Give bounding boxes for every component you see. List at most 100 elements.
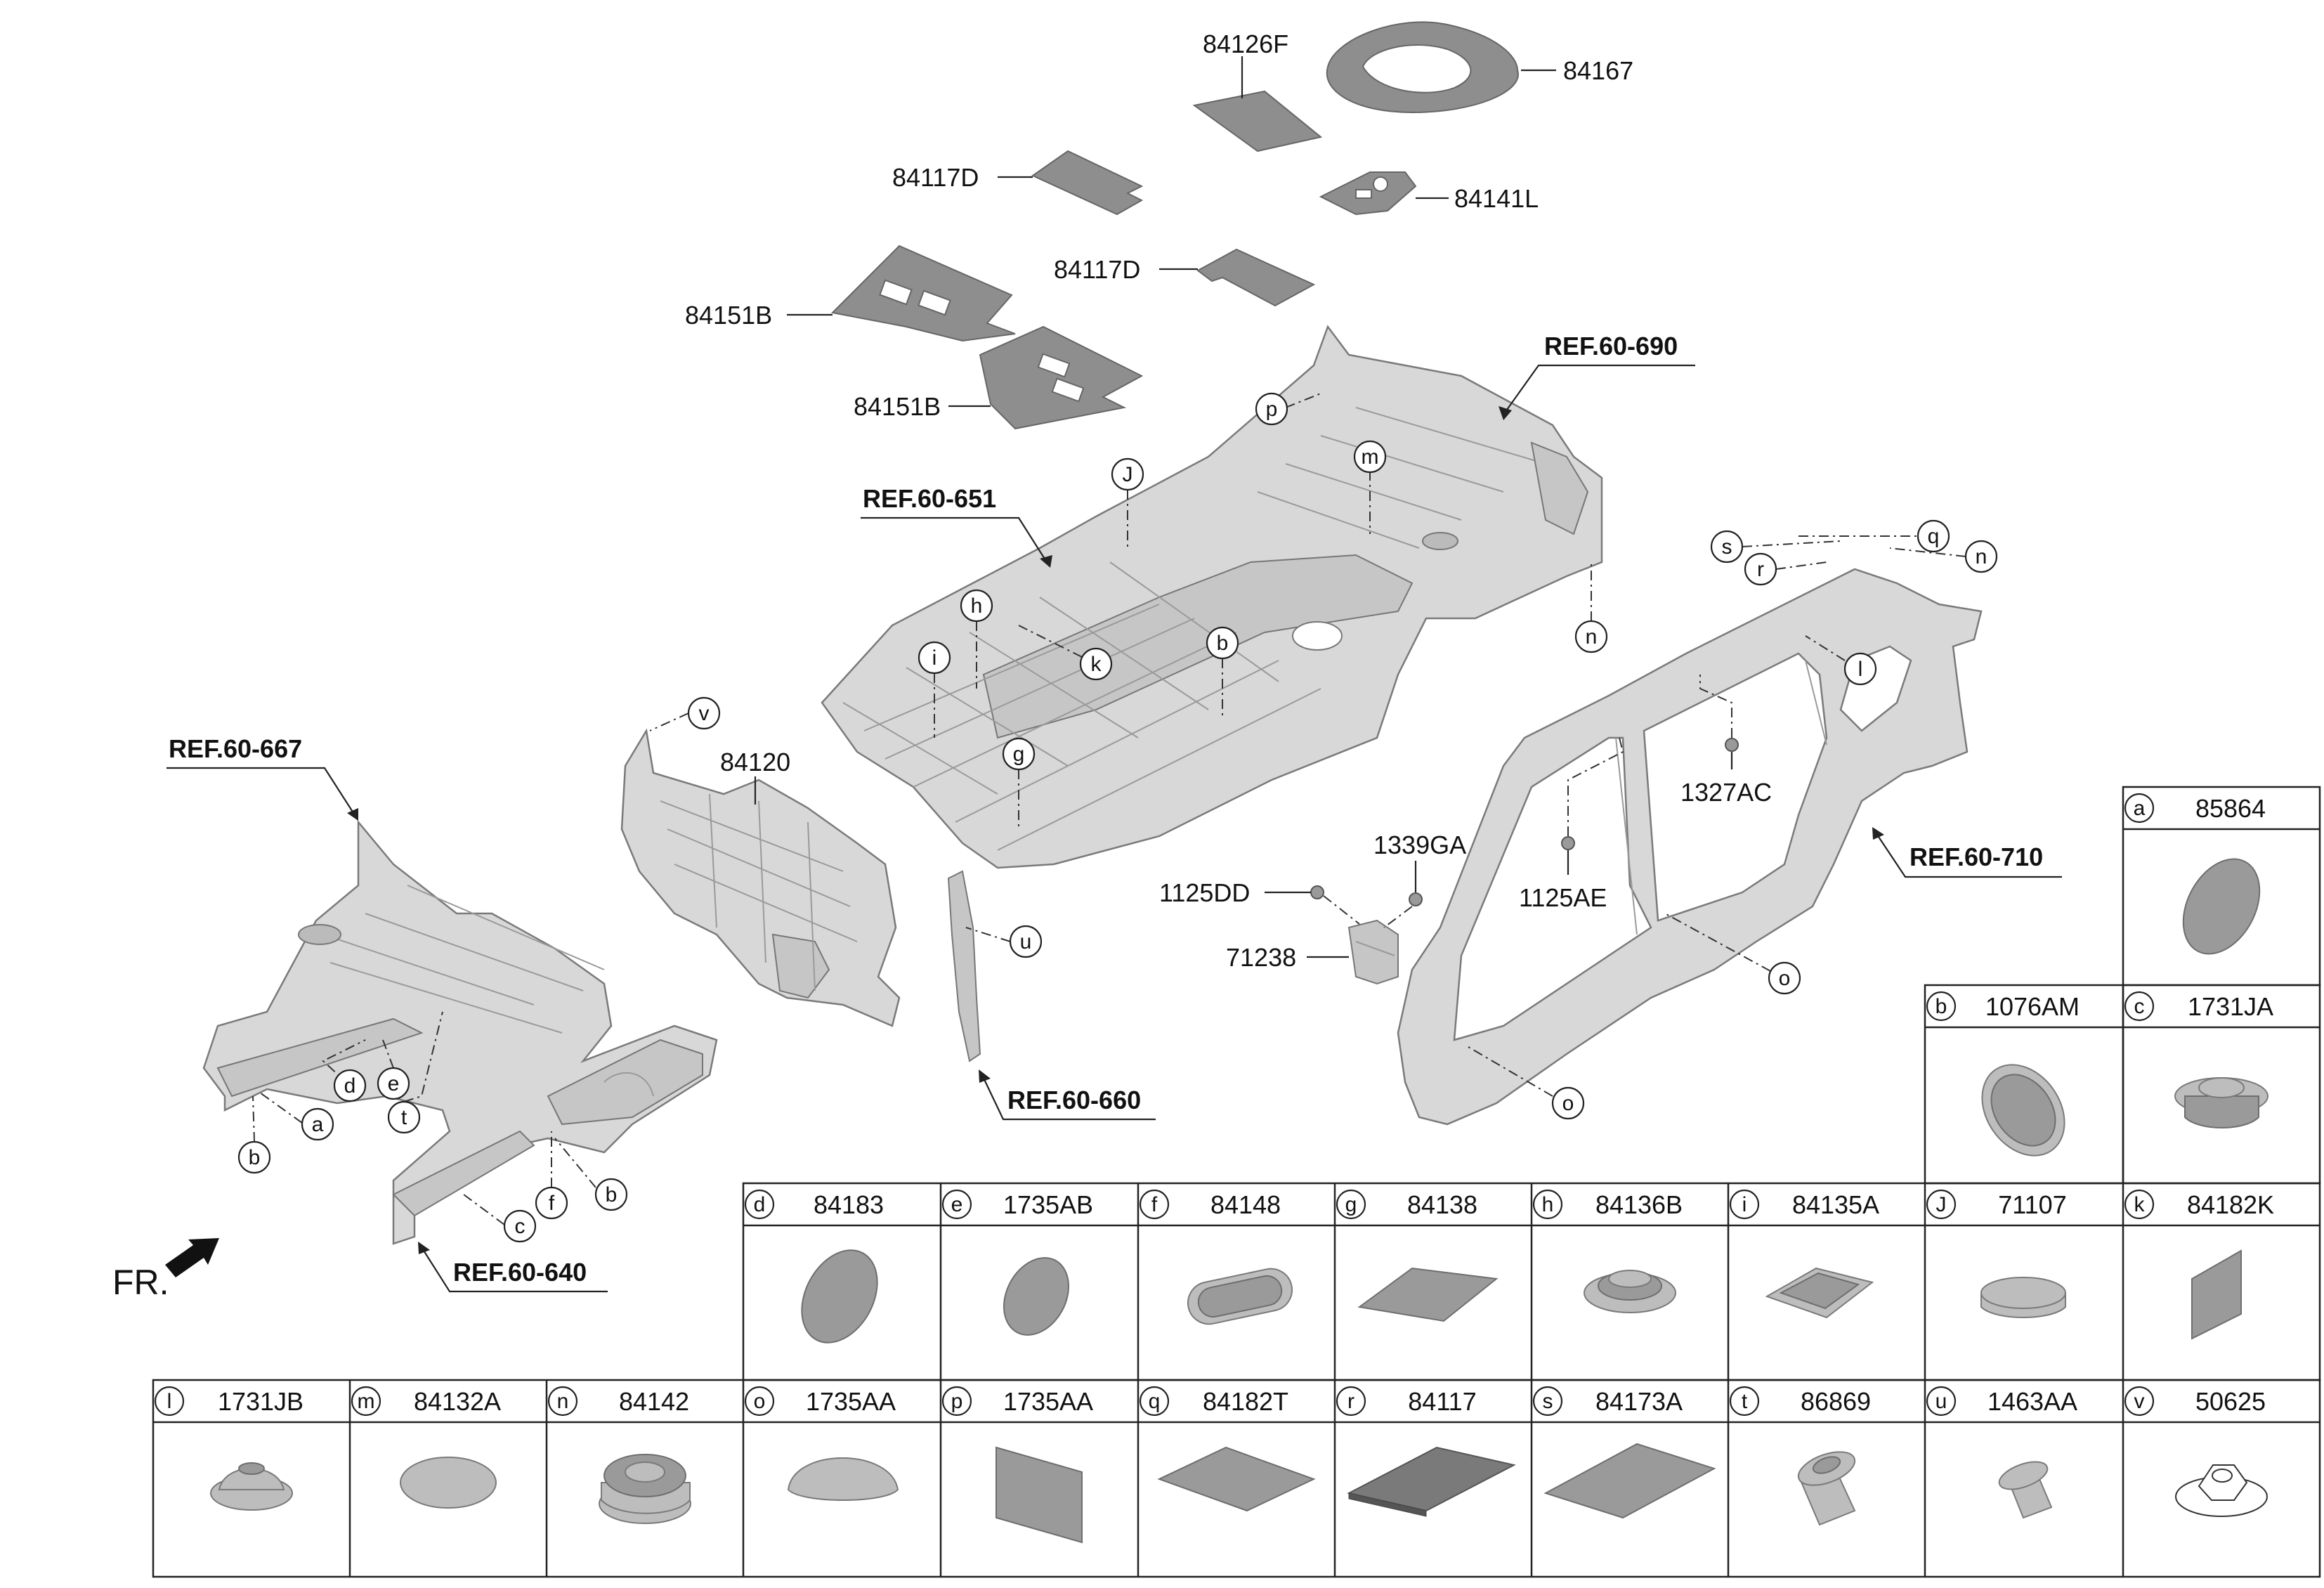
svg-text:85864: 85864 (2195, 794, 2266, 823)
svg-text:g: g (1013, 743, 1025, 766)
svg-text:1735AA: 1735AA (1003, 1387, 1093, 1416)
svg-text:b: b (1217, 632, 1229, 655)
svg-text:86869: 86869 (1801, 1387, 1871, 1416)
pad-84126F: 84126F (1192, 30, 1323, 152)
cell-p: p 1735AA (941, 1386, 1093, 1544)
pad-84151B-upper: 84151B (685, 245, 1016, 342)
svg-text:84182K: 84182K (2187, 1190, 2274, 1219)
svg-text:c: c (2134, 995, 2145, 1018)
label-84126F: 84126F (1203, 30, 1288, 58)
cell-v: v 50625 (2124, 1386, 2268, 1517)
side-bracket-u (947, 870, 981, 1062)
svg-text:REF.60-640: REF.60-640 (453, 1258, 587, 1287)
dash-panel-84120: 84120 (620, 728, 901, 1027)
cell-n: n 84142 (547, 1386, 691, 1524)
cell-t: t 86869 (1729, 1386, 1871, 1526)
svg-text:84173A: 84173A (1595, 1387, 1683, 1416)
bolt-1125AE: 1125AE (1519, 737, 1624, 912)
svg-text:s: s (1722, 535, 1732, 559)
pad-84117D-lower: 84117D (1054, 248, 1316, 307)
label-84141L: 84141L (1454, 184, 1539, 213)
svg-text:84183: 84183 (814, 1190, 884, 1219)
svg-text:84148: 84148 (1210, 1190, 1281, 1219)
svg-text:t: t (401, 1106, 407, 1129)
label-1327AC: 1327AC (1680, 778, 1772, 807)
svg-text:1731JA: 1731JA (2188, 992, 2273, 1021)
svg-text:n: n (1976, 545, 1987, 568)
svg-text:b: b (249, 1146, 261, 1169)
svg-text:FR.: FR. (112, 1263, 169, 1302)
svg-text:J: J (1123, 463, 1133, 486)
svg-text:b: b (606, 1183, 618, 1206)
svg-text:REF.60-690: REF.60-690 (1544, 332, 1678, 360)
cell-o: o 1735AA (744, 1386, 899, 1501)
svg-text:s: s (1543, 1390, 1553, 1413)
svg-text:q: q (1149, 1390, 1161, 1413)
svg-text:84132A: 84132A (414, 1387, 501, 1416)
ref-60-660: REF.60-660 (979, 1069, 1156, 1121)
svg-text:m: m (358, 1390, 375, 1413)
svg-text:e: e (951, 1193, 963, 1216)
svg-text:m: m (1362, 445, 1379, 469)
cell-J: J 71107 (1926, 1189, 2067, 1318)
side-body-panel (1397, 568, 1983, 1126)
svg-text:84135A: 84135A (1792, 1190, 1879, 1219)
cell-s: s 84173A (1532, 1386, 1716, 1519)
svg-text:k: k (2134, 1193, 2146, 1216)
svg-text:r: r (1757, 558, 1764, 581)
svg-text:l: l (1858, 658, 1863, 681)
cell-h: h 84136B (1532, 1189, 1683, 1313)
cell-k: k 84182K (2124, 1189, 2274, 1340)
svg-text:71107: 71107 (1998, 1190, 2066, 1219)
label-1339GA: 1339GA (1373, 831, 1466, 859)
cell-l: l 1731JB (154, 1386, 303, 1511)
svg-text:q: q (1928, 525, 1940, 548)
ref-60-640: REF.60-640 (418, 1242, 608, 1293)
cell-c: c 1731JA (2124, 991, 2273, 1128)
label-84151B-a: 84151B (685, 301, 772, 330)
svg-text:o: o (1562, 1092, 1574, 1115)
svg-text:REF.60-660: REF.60-660 (1007, 1086, 1141, 1114)
svg-text:p: p (1266, 398, 1278, 421)
svg-text:1735AA: 1735AA (806, 1387, 896, 1416)
bolt-1125DD: 1125DD (1159, 878, 1360, 925)
svg-text:a: a (312, 1113, 324, 1136)
svg-text:o: o (1779, 967, 1791, 990)
svg-text:d: d (344, 1074, 356, 1098)
pad-84141L: 84141L (1319, 171, 1539, 216)
cell-q: q 84182T (1139, 1386, 1316, 1512)
front-structure (202, 819, 718, 1245)
ref-60-667: REF.60-667 (167, 734, 358, 821)
ref-60-690: REF.60-690 (1499, 332, 1695, 420)
ref-60-651: REF.60-651 (861, 484, 1052, 568)
svg-text:e: e (388, 1072, 400, 1095)
svg-text:k: k (1091, 653, 1102, 676)
callouts: p m J h k i b g n v u s q r (237, 392, 1998, 1243)
svg-text:J: J (1936, 1193, 1947, 1216)
cell-b: b 1076AM (1926, 991, 2080, 1157)
pad-84151B-lower: 84151B (854, 325, 1144, 430)
label-84117D-a: 84117D (892, 163, 979, 192)
svg-text:1731JB: 1731JB (218, 1387, 303, 1416)
label-1125AE: 1125AE (1519, 883, 1607, 912)
svg-text:c: c (515, 1215, 525, 1238)
svg-text:l: l (167, 1390, 172, 1413)
front-direction-marker: FR. (112, 1238, 219, 1302)
pad-84167: 84167 (1326, 21, 1633, 114)
cell-r: r 84117 (1336, 1386, 1516, 1517)
label-84120: 84120 (720, 748, 790, 776)
svg-text:r: r (1347, 1390, 1354, 1413)
label-84167: 84167 (1563, 56, 1633, 85)
parts-table: a 85864 b 1076AM c 1731JA d 84183 e 1735… (152, 786, 2321, 1578)
cell-f: f 84148 (1139, 1189, 1293, 1325)
bolt-1327AC: 1327AC (1680, 675, 1772, 807)
svg-text:84142: 84142 (619, 1387, 689, 1416)
svg-text:1076AM: 1076AM (1985, 992, 2080, 1021)
floor-panel (821, 325, 1603, 869)
svg-text:a: a (2134, 797, 2146, 820)
bracket-71238: 71238 (1226, 919, 1399, 985)
svg-text:u: u (1935, 1390, 1947, 1413)
svg-text:84138: 84138 (1407, 1190, 1477, 1219)
cell-u: u 1463AA (1926, 1386, 2077, 1519)
